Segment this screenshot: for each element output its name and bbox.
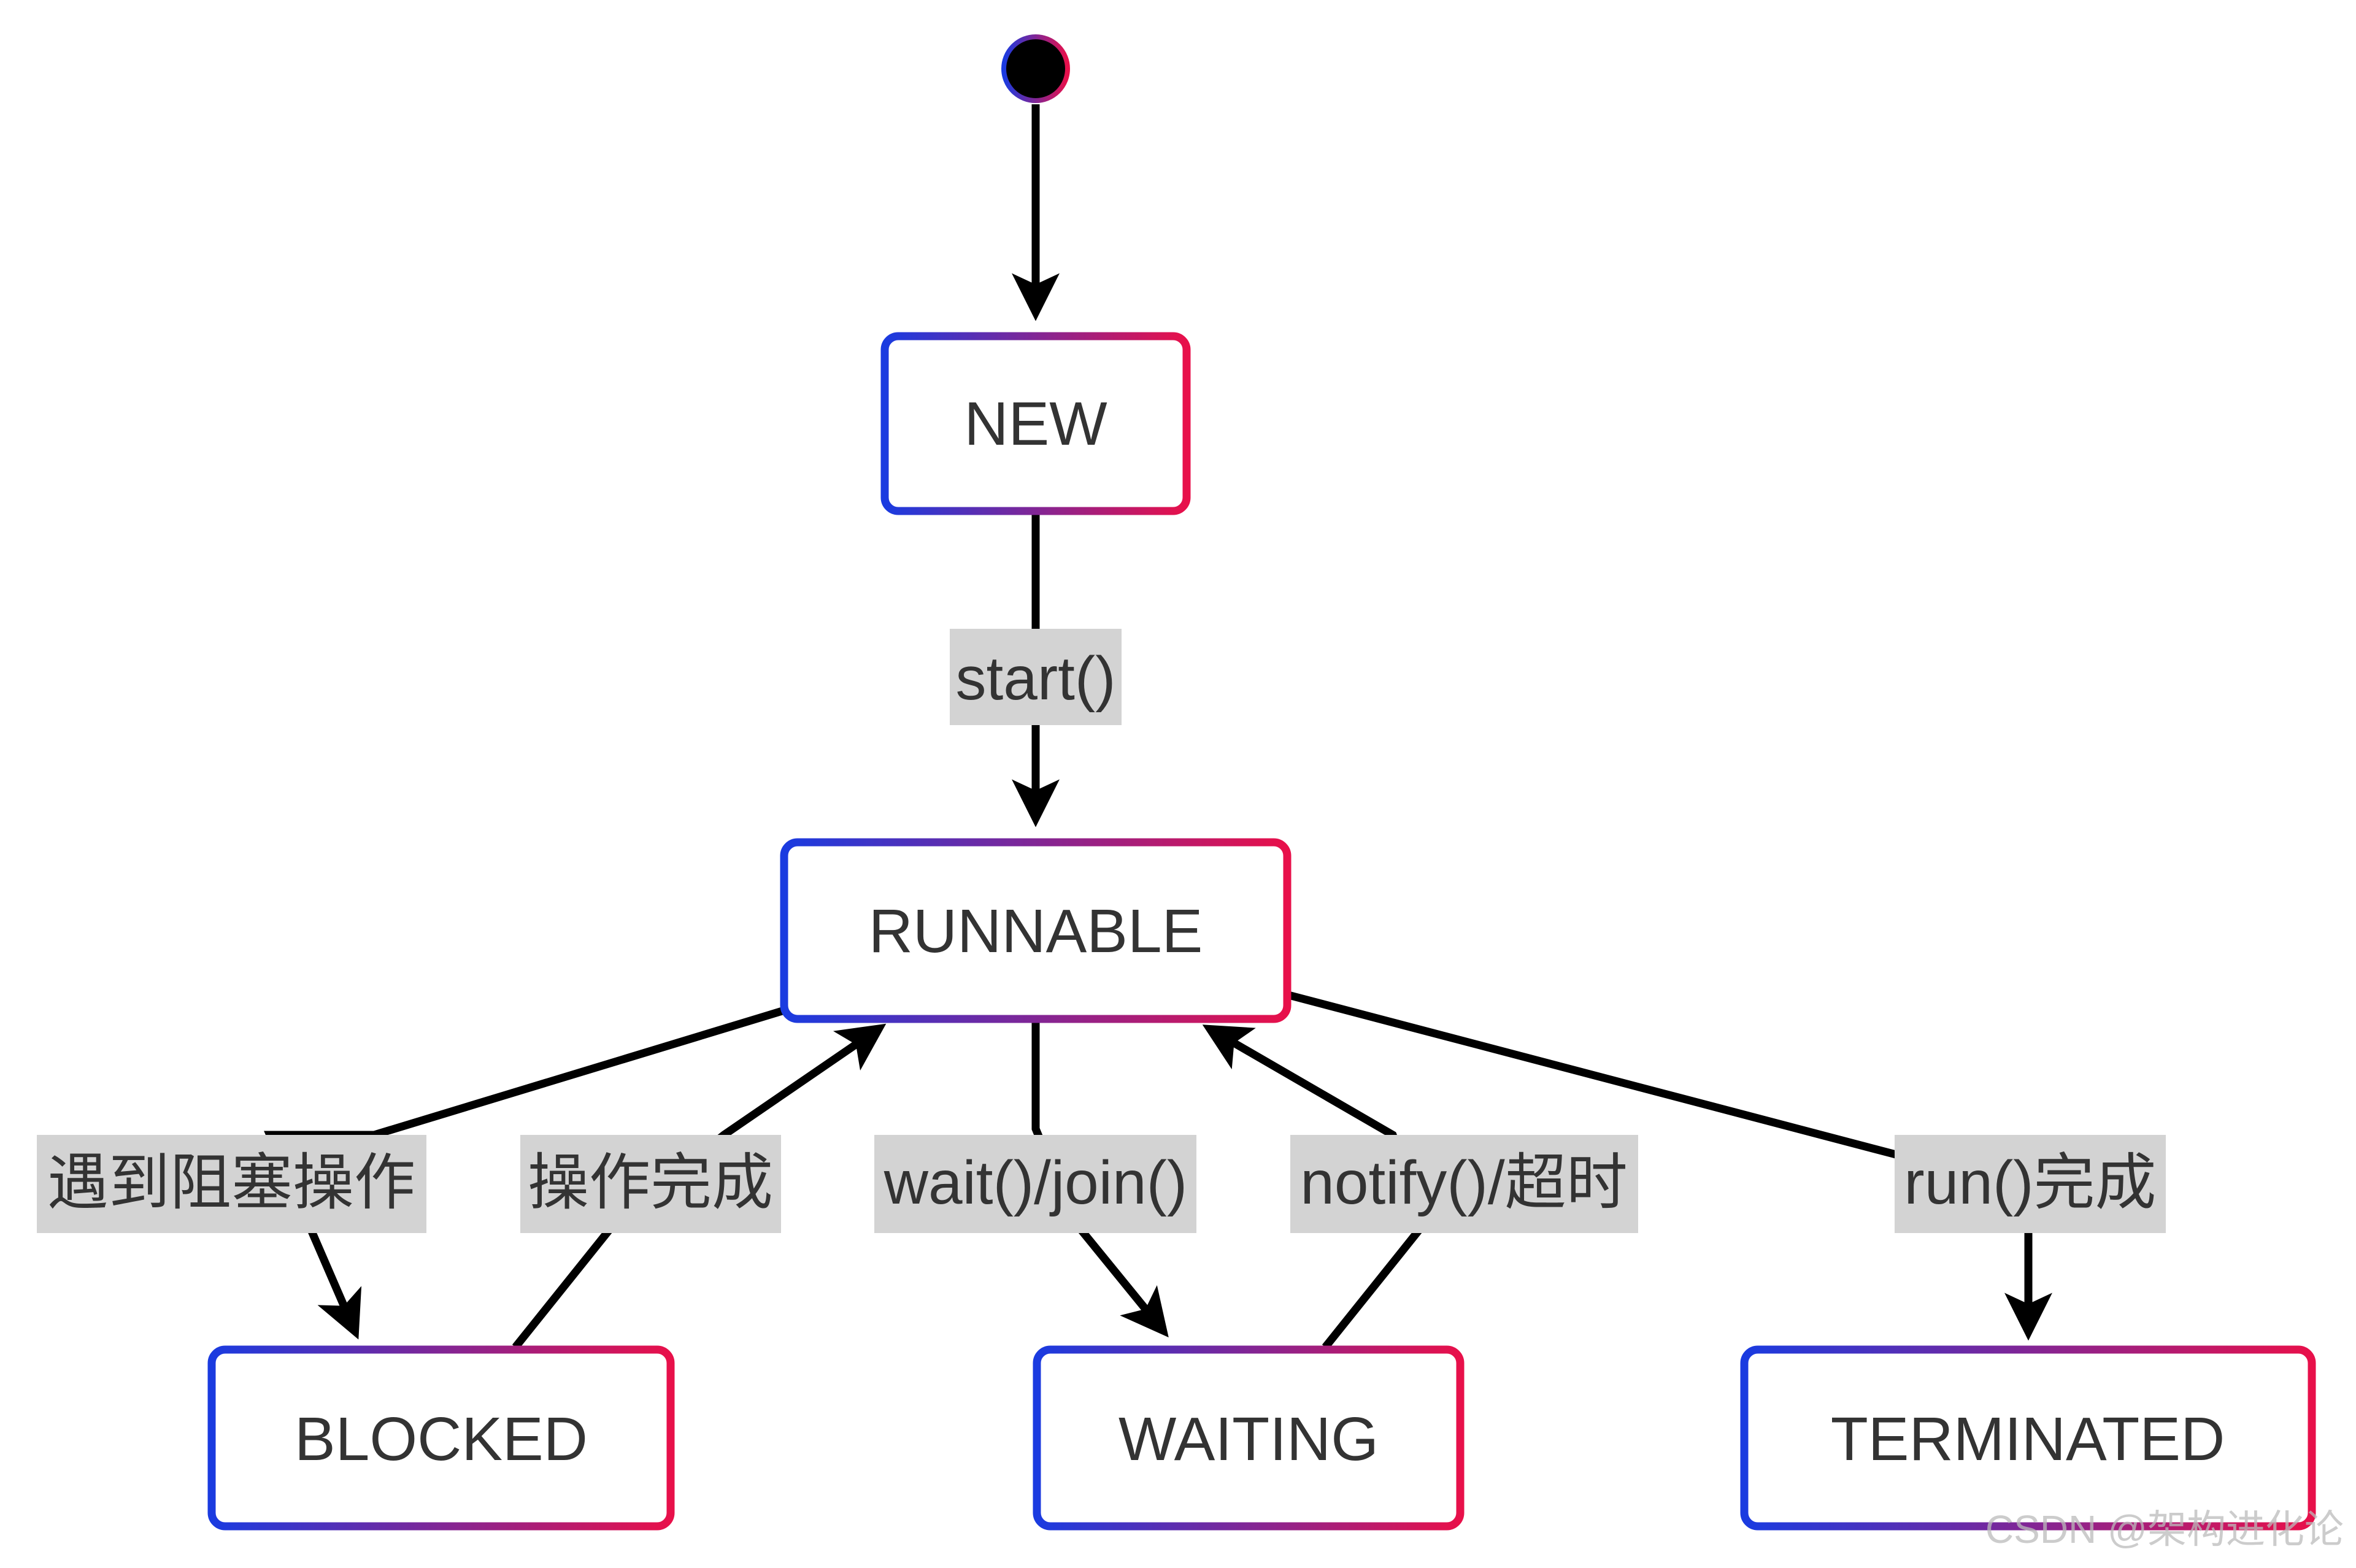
edge-label-wait-text: wait()/join() xyxy=(884,1148,1187,1217)
edge-label-block: 遇到阻塞操作 xyxy=(37,1135,426,1233)
edge-label-unblock-text: 操作完成 xyxy=(528,1148,773,1217)
edge-label-finish-text: run()完成 xyxy=(1904,1148,2156,1217)
edge-label-notify-text: notify()/超时 xyxy=(1300,1148,1627,1217)
state-blocked-label: BLOCKED xyxy=(294,1405,588,1474)
state-terminated: TERMINATED xyxy=(1740,1345,2316,1531)
state-waiting: WAITING xyxy=(1033,1345,1465,1531)
edge-label-unblock: 操作完成 xyxy=(520,1135,781,1233)
state-new: NEW xyxy=(880,332,1191,515)
edge-label-finish: run()完成 xyxy=(1895,1135,2166,1233)
state-runnable-label: RUNNABLE xyxy=(869,897,1203,966)
initial-node xyxy=(1001,34,1070,103)
state-waiting-label: WAITING xyxy=(1118,1405,1379,1474)
edge-label-wait: wait()/join() xyxy=(874,1135,1196,1233)
edge-label-start: start() xyxy=(950,629,1122,725)
state-blocked: BLOCKED xyxy=(207,1345,675,1531)
edge-label-block-text: 遇到阻塞操作 xyxy=(47,1148,415,1217)
state-new-label: NEW xyxy=(964,390,1107,458)
watermark: CSDN @架构进化论 xyxy=(1985,1507,2344,1551)
state-terminated-label: TERMINATED xyxy=(1831,1405,2225,1474)
edge-label-notify: notify()/超时 xyxy=(1290,1135,1638,1233)
edge-label-start-text: start() xyxy=(955,644,1115,713)
state-runnable: RUNNABLE xyxy=(780,838,1292,1023)
